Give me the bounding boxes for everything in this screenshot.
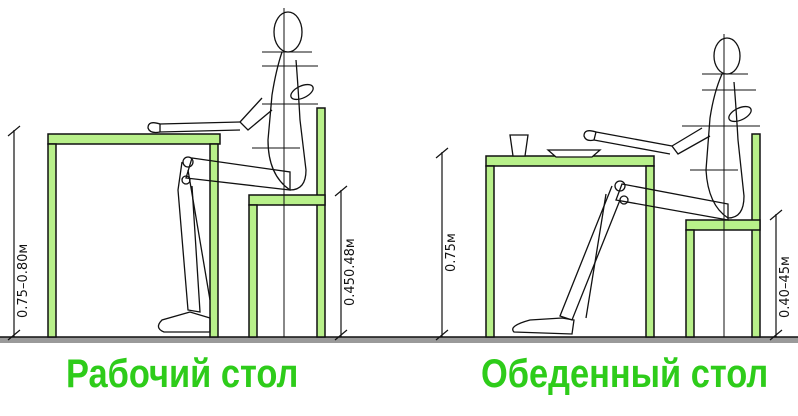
dining-figure (512, 34, 760, 337)
work-chair (248, 107, 326, 338)
dining-cup (509, 134, 529, 157)
dining-plate (546, 149, 602, 158)
dining-table-height-label: 0.75м (444, 233, 459, 272)
work-table-height-label: 0.75–0.80м (16, 244, 31, 318)
work-figure (147, 8, 318, 337)
dining-table (485, 155, 655, 338)
work-chair-height-label: 0.450.48м (343, 238, 358, 306)
work-table (47, 133, 221, 338)
work-table-dimension (7, 125, 21, 341)
dining-table-caption: Обеденный стол (481, 352, 769, 396)
dining-table-dimension (435, 147, 449, 341)
work-chair-dimension (334, 185, 348, 341)
dining-chair (685, 133, 761, 338)
dining-chair-height-label: 0.40–45м (778, 256, 793, 318)
dining-chair-dimension (769, 209, 783, 341)
floor (0, 337, 798, 343)
work-table-caption: Рабочий стол (66, 352, 299, 396)
